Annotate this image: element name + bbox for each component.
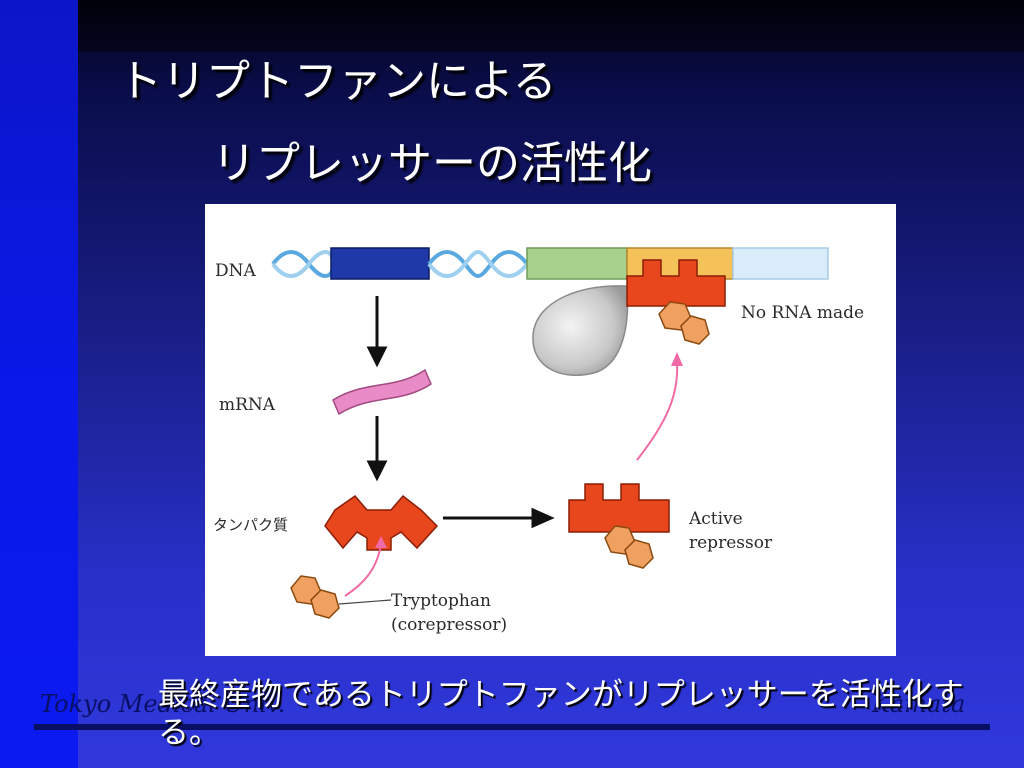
- arrow-dna-to-mrna: [366, 296, 388, 368]
- mrna-strand: [332, 368, 432, 416]
- tryptophan-label-leader: [338, 599, 392, 605]
- inactive-repressor: [324, 494, 439, 551]
- label-dna: DNA: [215, 261, 257, 281]
- label-tryptophan: Tryptophan: [391, 591, 491, 611]
- left-accent-bar: [0, 0, 78, 768]
- dna-downstream: [732, 247, 829, 280]
- label-active: Active: [688, 509, 743, 529]
- diagram-svg: DNA mRNA タンパク質 No RNA made Active repres…: [213, 247, 864, 635]
- pink-arrow-tryptophan: [344, 543, 382, 597]
- rna-polymerase-shape: [532, 285, 629, 376]
- arrow-to-active: [443, 507, 555, 529]
- free-tryptophan-ring2: [310, 589, 340, 619]
- label-no-rna-made: No RNA made: [741, 303, 864, 323]
- footer-author: Kamata: [872, 690, 966, 718]
- label-protein: タンパク質: [213, 516, 288, 534]
- gene-block: [330, 247, 430, 280]
- bound-tryptophan-ring2: [680, 315, 710, 345]
- top-dark-band: [78, 0, 1024, 52]
- bound-repressor: [626, 259, 726, 307]
- pink-arrowhead-binding: [671, 352, 683, 366]
- dna-helix-left: [271, 250, 335, 278]
- footer-institution: Tokyo Medical Univ.: [40, 690, 286, 718]
- slide-title-line1: トリプトファンによる: [118, 56, 557, 107]
- dna-helix-middle: [427, 250, 529, 278]
- footer-divider: [34, 724, 990, 730]
- label-mrna: mRNA: [219, 395, 276, 415]
- promoter-block: [526, 247, 628, 280]
- repressor-diagram: DNA mRNA タンパク質 No RNA made Active repres…: [205, 204, 896, 656]
- label-repressor: repressor: [689, 533, 773, 553]
- slide-caption: 最終産物であるトリプトファンがリプレッサーを活性化する。: [158, 677, 964, 751]
- pink-arrowhead-tryptophan: [375, 536, 387, 548]
- active-tryptophan-ring2: [624, 539, 654, 569]
- pink-arrow-binding: [636, 361, 679, 461]
- active-repressor: [568, 483, 670, 533]
- slide-title-line2: リプレッサーの活性化: [212, 138, 652, 189]
- arrow-mrna-to-protein: [366, 416, 388, 482]
- label-corepressor: (corepressor): [391, 615, 507, 635]
